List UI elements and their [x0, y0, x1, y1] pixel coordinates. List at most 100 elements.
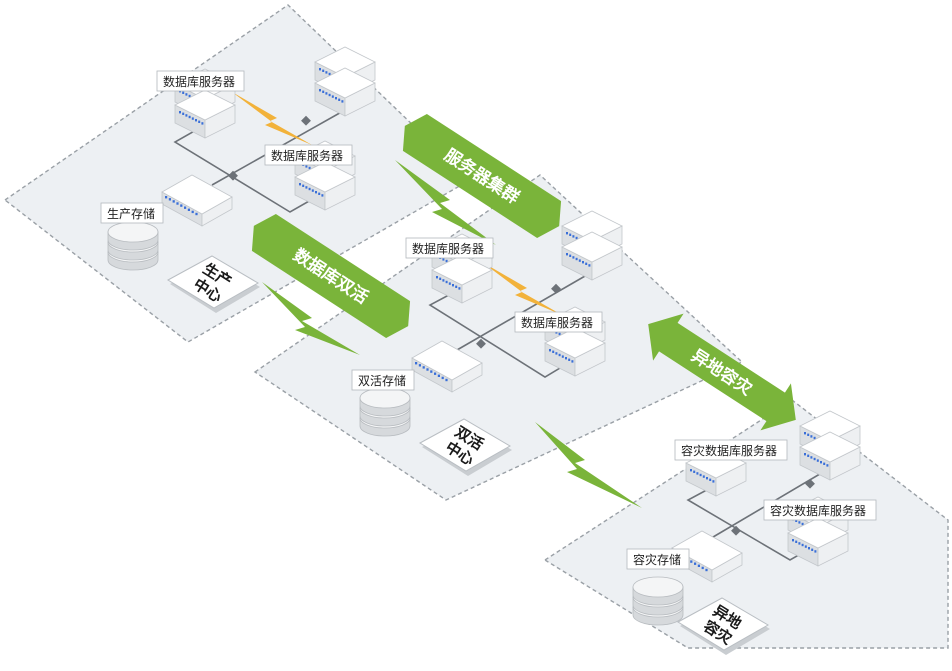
- port-led: [308, 166, 311, 170]
- server-top: [561, 210, 623, 242]
- port-led: [709, 478, 712, 481]
- port-led: [448, 282, 451, 285]
- server-top: [544, 327, 606, 359]
- label-text: 数据库服务器: [271, 148, 343, 163]
- port-led: [172, 200, 175, 203]
- label-active-server-2: 数据库服务器: [514, 311, 603, 333]
- port-led: [442, 258, 445, 261]
- label-text: 容灾数据库服务器: [681, 443, 777, 458]
- port-led: [458, 287, 461, 290]
- port-led: [795, 519, 798, 522]
- port-led: [441, 376, 444, 380]
- port-led: [179, 111, 181, 114]
- port-led: [697, 564, 700, 567]
- label-text: 数据库服务器: [163, 74, 235, 89]
- port-led: [558, 353, 561, 357]
- port-led: [575, 257, 578, 261]
- server-top: [431, 254, 493, 286]
- port-led: [319, 89, 321, 92]
- port-led: [702, 475, 705, 478]
- port-led: [813, 436, 816, 440]
- port-led: [188, 115, 191, 119]
- port-led: [555, 352, 558, 355]
- port-led: [572, 235, 575, 238]
- port-led: [198, 120, 201, 123]
- port-led: [437, 374, 440, 377]
- port-led: [426, 368, 429, 371]
- port-led: [798, 521, 801, 524]
- port-led: [311, 189, 314, 192]
- switch-icon: [228, 170, 238, 181]
- active-line-b: [456, 271, 593, 351]
- label-box: [763, 499, 877, 521]
- port-led: [445, 280, 448, 284]
- disk-top: [359, 387, 411, 409]
- port-led: [168, 198, 171, 201]
- double-arrow-icon: [648, 313, 796, 431]
- port-led: [795, 540, 798, 543]
- disk-storage-icon: [107, 221, 159, 271]
- plaque-remote: 异地 容灾: [676, 597, 770, 655]
- port-led: [191, 117, 194, 120]
- port-led: [328, 93, 331, 97]
- port-led: [445, 259, 448, 263]
- server-icon: [161, 174, 233, 227]
- switch-icon: [476, 338, 486, 349]
- port-led: [569, 254, 572, 257]
- port-led: [792, 539, 794, 542]
- label-text: 生产存储: [107, 206, 155, 221]
- label-dr-storage: 容灾存储: [626, 548, 690, 570]
- port-led: [582, 261, 584, 264]
- port-led: [568, 358, 571, 361]
- port-led: [571, 360, 574, 363]
- port-led: [165, 196, 168, 199]
- label-dr-server-1: 容灾数据库服务器: [674, 439, 788, 461]
- label-box: [264, 144, 353, 166]
- port-led: [804, 432, 806, 435]
- disk-storage-icon: [632, 576, 684, 626]
- zone-remote-floor: [543, 399, 949, 649]
- server-icon: [561, 210, 623, 281]
- appliance-top: [671, 530, 743, 571]
- port-led: [455, 285, 458, 288]
- port-led: [575, 236, 578, 240]
- port-led: [318, 192, 321, 195]
- port-led: [302, 184, 305, 187]
- port-led: [696, 472, 699, 475]
- appliance-top: [411, 340, 483, 381]
- port-led: [820, 461, 822, 464]
- port-led: [338, 98, 341, 101]
- port-led: [552, 350, 555, 353]
- server-icon: [799, 410, 861, 481]
- banner-cluster-shape: [402, 113, 562, 239]
- label-prod-server-2: 数据库服务器: [264, 144, 353, 166]
- port-led: [305, 186, 308, 189]
- port-led: [299, 183, 301, 186]
- port-led: [693, 470, 696, 473]
- port-led: [705, 568, 708, 572]
- port-led: [315, 191, 317, 194]
- port-led: [694, 562, 697, 565]
- banner-db-active-shape: [251, 213, 411, 339]
- port-led: [798, 542, 801, 545]
- port-led: [185, 114, 188, 117]
- port-led: [807, 433, 810, 436]
- label-box: [405, 237, 494, 259]
- port-led: [184, 206, 187, 209]
- port-led: [308, 187, 311, 191]
- port-led: [566, 253, 568, 256]
- port-led: [176, 202, 179, 205]
- server-icon: [314, 46, 376, 117]
- port-led: [325, 71, 328, 74]
- port-led: [572, 256, 575, 259]
- port-led: [182, 91, 185, 94]
- label-prod-storage: 生产存储: [100, 202, 164, 224]
- port-led: [322, 90, 325, 93]
- port-led: [565, 357, 567, 360]
- port-led: [430, 370, 433, 373]
- port-led: [699, 473, 702, 477]
- appliance-top: [161, 174, 233, 215]
- port-led: [305, 165, 308, 168]
- port-led: [418, 364, 421, 367]
